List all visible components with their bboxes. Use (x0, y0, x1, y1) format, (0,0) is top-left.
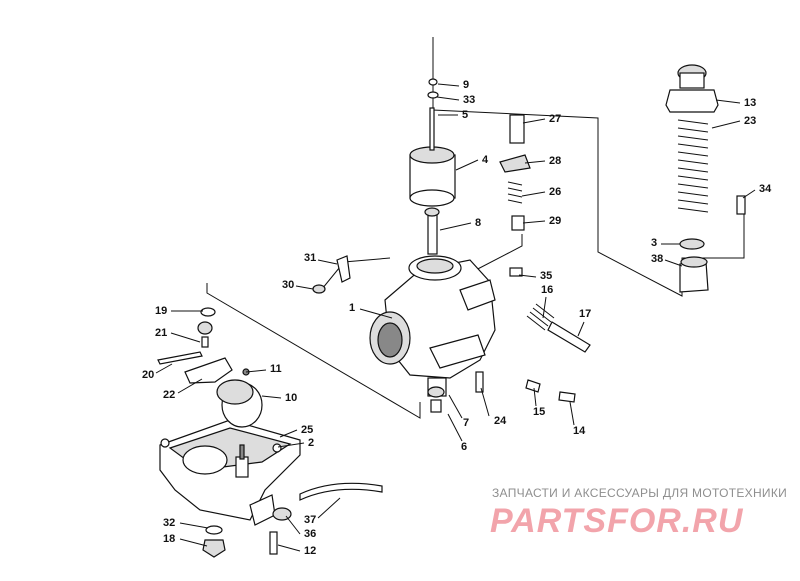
callout-number-3: 3 (651, 237, 657, 249)
needle-valve-parts (197, 307, 216, 348)
callout-number-20: 20 (142, 369, 154, 381)
callout-leader-12 (277, 544, 301, 552)
callout-number-15: 15 (533, 406, 545, 418)
callout-number-38: 38 (651, 253, 663, 265)
callout-leader-37 (317, 497, 341, 519)
callout-leader-11 (245, 369, 267, 373)
callout-leader-7 (448, 394, 463, 419)
callout-number-21: 21 (155, 327, 167, 339)
callout-number-6: 6 (461, 441, 467, 453)
callout-number-16: 16 (541, 284, 553, 296)
callout-number-2: 2 (308, 437, 314, 449)
carburetor-body (369, 255, 496, 397)
callout-number-4: 4 (482, 154, 489, 166)
callout-number-28: 28 (549, 155, 561, 167)
callout-labels: 1234567891011121314151617181920212223242… (142, 79, 772, 557)
callout-leader-9 (437, 83, 460, 87)
callout-number-13: 13 (744, 97, 756, 109)
callout-number-36: 36 (304, 528, 316, 540)
callout-leader-22 (177, 378, 203, 394)
main-jet (427, 386, 445, 413)
callout-leader-2 (277, 442, 305, 448)
callout-number-7: 7 (463, 417, 469, 429)
callout-number-17: 17 (579, 308, 591, 320)
callout-leader-26 (521, 191, 546, 197)
callout-number-27: 27 (549, 113, 561, 125)
callout-number-9: 9 (463, 79, 469, 91)
throttle-slide (409, 146, 456, 207)
callout-number-18: 18 (163, 533, 175, 545)
callout-number-33: 33 (463, 94, 475, 106)
callout-leader-32 (179, 522, 209, 529)
bowl-screws (269, 507, 292, 555)
top-cap-assembly (665, 64, 746, 293)
watermark-caption: ЗАПЧАСТИ И АКСЕССУАРЫ ДЛЯ МОТОТЕХНИКИ (492, 486, 787, 500)
callout-number-19: 19 (155, 305, 167, 317)
callout-leader-33 (436, 96, 460, 101)
callout-number-12: 12 (304, 545, 316, 557)
callout-number-31: 31 (304, 252, 316, 264)
callout-leader-14 (569, 401, 575, 426)
throttle-stop-screw (526, 303, 591, 353)
jet-needle (427, 78, 439, 151)
callout-number-14: 14 (573, 425, 586, 437)
callout-number-22: 22 (163, 389, 175, 401)
callout-leader-20 (155, 363, 173, 374)
callout-number-34: 34 (759, 183, 772, 195)
callout-leader-17 (577, 321, 585, 337)
callout-leader-18 (179, 538, 208, 547)
small-fasteners (312, 255, 523, 393)
callout-leader-34 (742, 189, 756, 199)
callout-leader-24 (480, 387, 490, 417)
callout-leader-28 (524, 160, 546, 164)
watermark: ЗАПЧАСТИ И АКСЕССУАРЫ ДЛЯ МОТОТЕХНИКИ PA… (490, 486, 787, 540)
drain-screw (202, 525, 226, 558)
callout-number-35: 35 (540, 270, 552, 282)
callout-leader-31 (317, 259, 338, 265)
needle-jet (424, 207, 440, 255)
callout-leader-1 (359, 308, 393, 319)
callout-number-11: 11 (270, 363, 282, 375)
callout-leader-36 (285, 515, 301, 535)
pilot-screw-assembly (499, 114, 531, 231)
callout-leader-10 (261, 395, 282, 399)
callout-number-26: 26 (549, 186, 561, 198)
callout-leader-15 (533, 387, 537, 407)
float (216, 368, 263, 428)
callout-number-37: 37 (304, 514, 316, 526)
callout-number-1: 1 (349, 302, 355, 314)
idle-adjust-screw (525, 379, 576, 403)
callout-number-30: 30 (282, 279, 294, 291)
callout-leader-27 (522, 118, 546, 124)
callout-leader-23 (711, 120, 741, 129)
callout-number-24: 24 (494, 415, 507, 427)
callout-leader-21 (170, 332, 201, 343)
callout-leader-4 (455, 159, 479, 171)
callout-leader-29 (522, 220, 546, 224)
callout-leader-16 (542, 296, 547, 319)
callout-leader-25 (279, 429, 298, 438)
callout-leader-30 (295, 285, 314, 290)
callout-number-23: 23 (744, 115, 756, 127)
callout-leader-13 (715, 99, 741, 104)
float-bowl (159, 419, 301, 526)
callout-number-10: 10 (285, 392, 297, 404)
callout-number-25: 25 (301, 424, 313, 436)
overflow-tube (299, 482, 383, 501)
callout-number-8: 8 (475, 217, 481, 229)
callout-number-32: 32 (163, 517, 175, 529)
callout-number-29: 29 (549, 215, 561, 227)
callout-number-5: 5 (462, 109, 468, 121)
callout-leader-8 (439, 222, 472, 231)
float-arm (157, 351, 233, 384)
watermark-brand: PARTSFOR.RU (490, 502, 744, 540)
callout-leader-38 (664, 259, 683, 267)
callout-leader-35 (518, 274, 537, 278)
callout-leader-6 (447, 413, 463, 442)
